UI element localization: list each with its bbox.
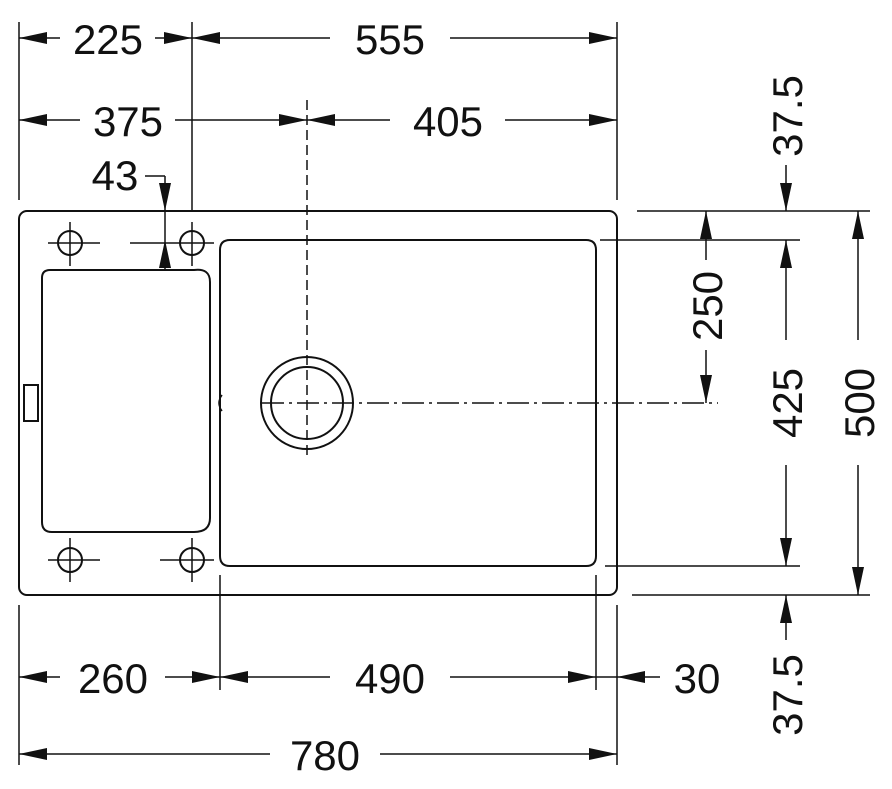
drainer-area [41, 268, 211, 533]
dim-top-right-width: 555 [355, 16, 425, 63]
overflow-slot [23, 384, 39, 422]
dim-bottom-bowl: 490 [355, 655, 425, 702]
dim-bottom-left: 260 [78, 655, 148, 702]
main-bowl [219, 239, 597, 567]
dimension-labels: 225 555 375 405 43 260 490 30 780 37.5 2… [73, 16, 883, 779]
dim-drain-depth: 250 [684, 271, 731, 341]
extension-lines [18, 22, 870, 765]
tap-hole-bottom-right [160, 538, 214, 582]
dim-bottom-margin: 37.5 [764, 654, 811, 736]
dim-axis-left: 375 [93, 98, 163, 145]
dim-bowl-depth: 425 [764, 368, 811, 438]
tap-hole-top-left [48, 222, 100, 266]
dim-top-margin: 37.5 [764, 75, 811, 157]
tap-hole-bottom-left [48, 538, 100, 582]
dim-total-depth: 500 [836, 368, 883, 438]
tap-hole-top-right [170, 222, 214, 266]
dim-bottom-right: 30 [674, 655, 721, 702]
dim-hole-offset: 43 [92, 152, 139, 199]
arrowheads [19, 32, 864, 760]
dim-top-left-width: 225 [73, 16, 143, 63]
dimension-lines [19, 37, 859, 755]
drainer-knob [218, 394, 223, 412]
dim-total-width: 780 [290, 732, 360, 779]
dim-axis-right: 405 [413, 98, 483, 145]
